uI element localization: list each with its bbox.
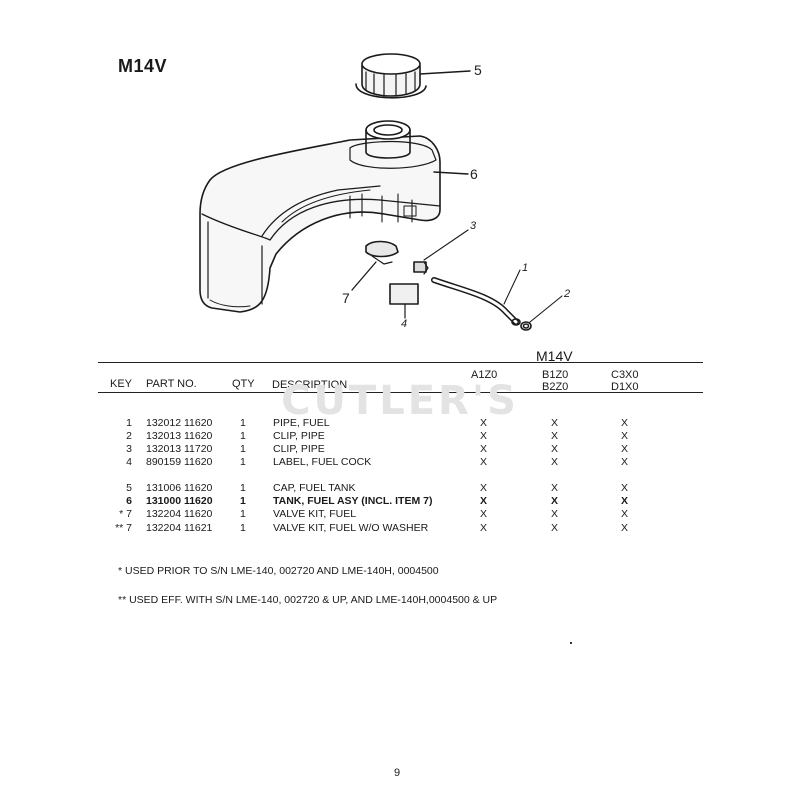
row-col1-mark: X [480,456,488,468]
row-part-no: 131006 11620 [146,482,213,494]
table-row: * 7 132204 11620 1 VALVE KIT, FUEL X X X [0,508,800,521]
row-col3-mark: X [621,482,629,494]
row-qty: 1 [240,522,246,534]
row-key: * 7 [119,508,132,520]
row-key: 6 [126,495,132,507]
row-col1-mark: X [480,443,488,455]
row-col3-mark: X [621,443,629,455]
callout-6: 6 [470,166,478,182]
callout-7: 7 [342,290,350,306]
header-col2-line1: B1Z0 [542,369,569,381]
row-key: 4 [126,456,132,468]
row-description: PIPE, FUEL [273,417,330,429]
row-description: TANK, FUEL ASY (INCL. ITEM 7) [273,495,433,507]
row-col3-mark: X [621,430,629,442]
fuel-tank-drawing [199,120,441,313]
row-key: 1 [126,417,132,429]
model-title: M14V [118,56,168,76]
row-col1-mark: X [480,430,488,442]
row-part-no: 132204 11621 [146,522,213,534]
header-col1: A1Z0 [471,369,498,381]
table-row: 6 131000 11620 1 TANK, FUEL ASY (INCL. I… [0,495,800,508]
header-key: KEY [110,378,133,390]
row-description: CAP, FUEL TANK [273,482,356,494]
table-row: 5 131006 11620 1 CAP, FUEL TANK X X X [0,482,800,495]
callout-2: 2 [564,288,571,300]
label-drawing [389,283,419,305]
row-key: 2 [126,430,132,442]
row-col3-mark: X [621,508,629,520]
row-col2-mark: X [551,417,559,429]
row-col2-mark: X [551,522,559,534]
row-col3-mark: X [621,495,629,507]
table-top-rule [98,362,703,363]
fuel-cap-drawing [355,53,427,99]
row-col2-mark: X [551,495,559,507]
row-key: ** 7 [115,522,132,534]
row-qty: 1 [240,430,246,442]
table-row: 3 132013 11720 1 CLIP, PIPE X X X [0,443,800,456]
row-col2-mark: X [551,430,559,442]
row-col2-mark: X [551,456,559,468]
page-number: 9 [394,767,401,779]
row-col3-mark: X [621,522,629,534]
fuel-pipe-drawing [431,277,521,326]
row-part-no: 890159 11620 [146,456,213,468]
row-col3-mark: X [621,417,629,429]
callout-4: 4 [401,318,408,330]
row-description: LABEL, FUEL COCK [273,456,372,468]
row-qty: 1 [240,443,246,455]
table-header-rule [98,392,703,393]
callout-5: 5 [474,62,482,78]
row-col1-mark: X [480,508,488,520]
row-col1-mark: X [480,522,488,534]
row-key: 5 [126,482,132,494]
callout-3: 3 [470,220,477,232]
row-key: 3 [126,443,132,455]
row-description: CLIP, PIPE [273,430,325,442]
row-part-no: 132013 11720 [146,443,213,455]
fuel-tank-exploded-diagram [199,53,563,331]
row-col1-mark: X [480,417,488,429]
row-qty: 1 [240,482,246,494]
row-qty: 1 [240,508,246,520]
row-col2-mark: X [551,443,559,455]
table-row: 4 890159 11620 1 LABEL, FUEL COCK X X X [0,456,800,469]
footnote-effective: ** USED EFF. WITH S/N LME-140, 002720 & … [118,594,498,606]
row-part-no: 132012 11620 [146,417,213,429]
row-description: CLIP, PIPE [273,443,325,455]
header-col3-line1: C3X0 [611,369,639,381]
header-part-no: PART NO. [146,378,197,390]
row-description: VALVE KIT, FUEL [273,508,357,520]
table-row: ** 7 132204 11621 1 VALVE KIT, FUEL W/O … [0,522,800,535]
header-col3-line2: D1X0 [611,381,639,393]
clip-3-drawing [413,261,429,275]
row-qty: 1 [240,456,246,468]
row-col2-mark: X [551,482,559,494]
table-row: 2 132013 11620 1 CLIP, PIPE X X X [0,430,800,443]
scan-speck [570,642,572,644]
row-col1-mark: X [480,495,488,507]
row-col3-mark: X [621,456,629,468]
header-qty: QTY [232,378,255,390]
row-col1-mark: X [480,482,488,494]
clip-2-drawing [520,321,532,331]
row-part-no: 132204 11620 [146,508,213,520]
row-part-no: 131000 11620 [146,495,213,507]
header-description: DESCRIPTION [272,379,348,391]
row-description: VALVE KIT, FUEL W/O WASHER [273,522,429,534]
watermark: CUTLER'S [281,378,519,424]
footnote-prior: * USED PRIOR TO S/N LME-140, 002720 AND … [118,565,439,577]
row-col2-mark: X [551,508,559,520]
callout-1: 1 [522,262,529,274]
fuel-valve-drawing [365,240,399,265]
table-row: 1 132012 11620 1 PIPE, FUEL X X X [0,417,800,430]
header-col2-line2: B2Z0 [542,381,569,393]
row-qty: 1 [240,417,246,429]
table-model-heading: M14V [536,348,573,364]
row-part-no: 132013 11620 [146,430,213,442]
row-qty: 1 [240,495,246,507]
